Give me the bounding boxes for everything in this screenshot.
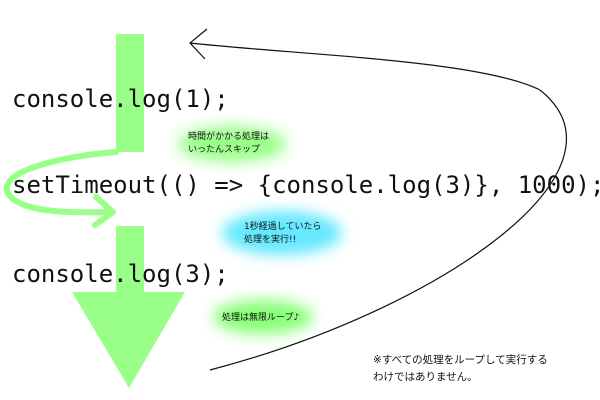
loop-note-text: 処理は無限ループ♪ xyxy=(222,313,300,323)
code-line-console-log-1: console.log(1); xyxy=(12,85,229,113)
skip-arrow-head xyxy=(92,194,116,228)
skip-note-text: 時間がかかる処理は いったんスキップ xyxy=(188,132,270,155)
code-line-console-log-3: console.log(3); xyxy=(12,260,229,288)
skip-arrow-curve xyxy=(3,149,119,216)
loop-arrow-head xyxy=(189,28,208,60)
loop-return-line xyxy=(189,42,567,371)
skip-note-glow xyxy=(178,126,286,162)
footnote-text: ※すべての処理をループして実行する わけではありません。 xyxy=(373,354,548,383)
loop-note-glow xyxy=(213,300,313,334)
timeout-note-glow xyxy=(222,211,342,255)
flow-arrow-shaft-lower xyxy=(116,226,144,292)
timeout-note-text: 1秒経過していたら 処理を実行!! xyxy=(244,222,322,245)
flow-arrow-head xyxy=(72,292,185,388)
code-line-set-timeout: setTimeout(() => {console.log(3)}, 1000)… xyxy=(12,171,600,199)
flow-arrow-shaft-upper xyxy=(116,34,144,152)
